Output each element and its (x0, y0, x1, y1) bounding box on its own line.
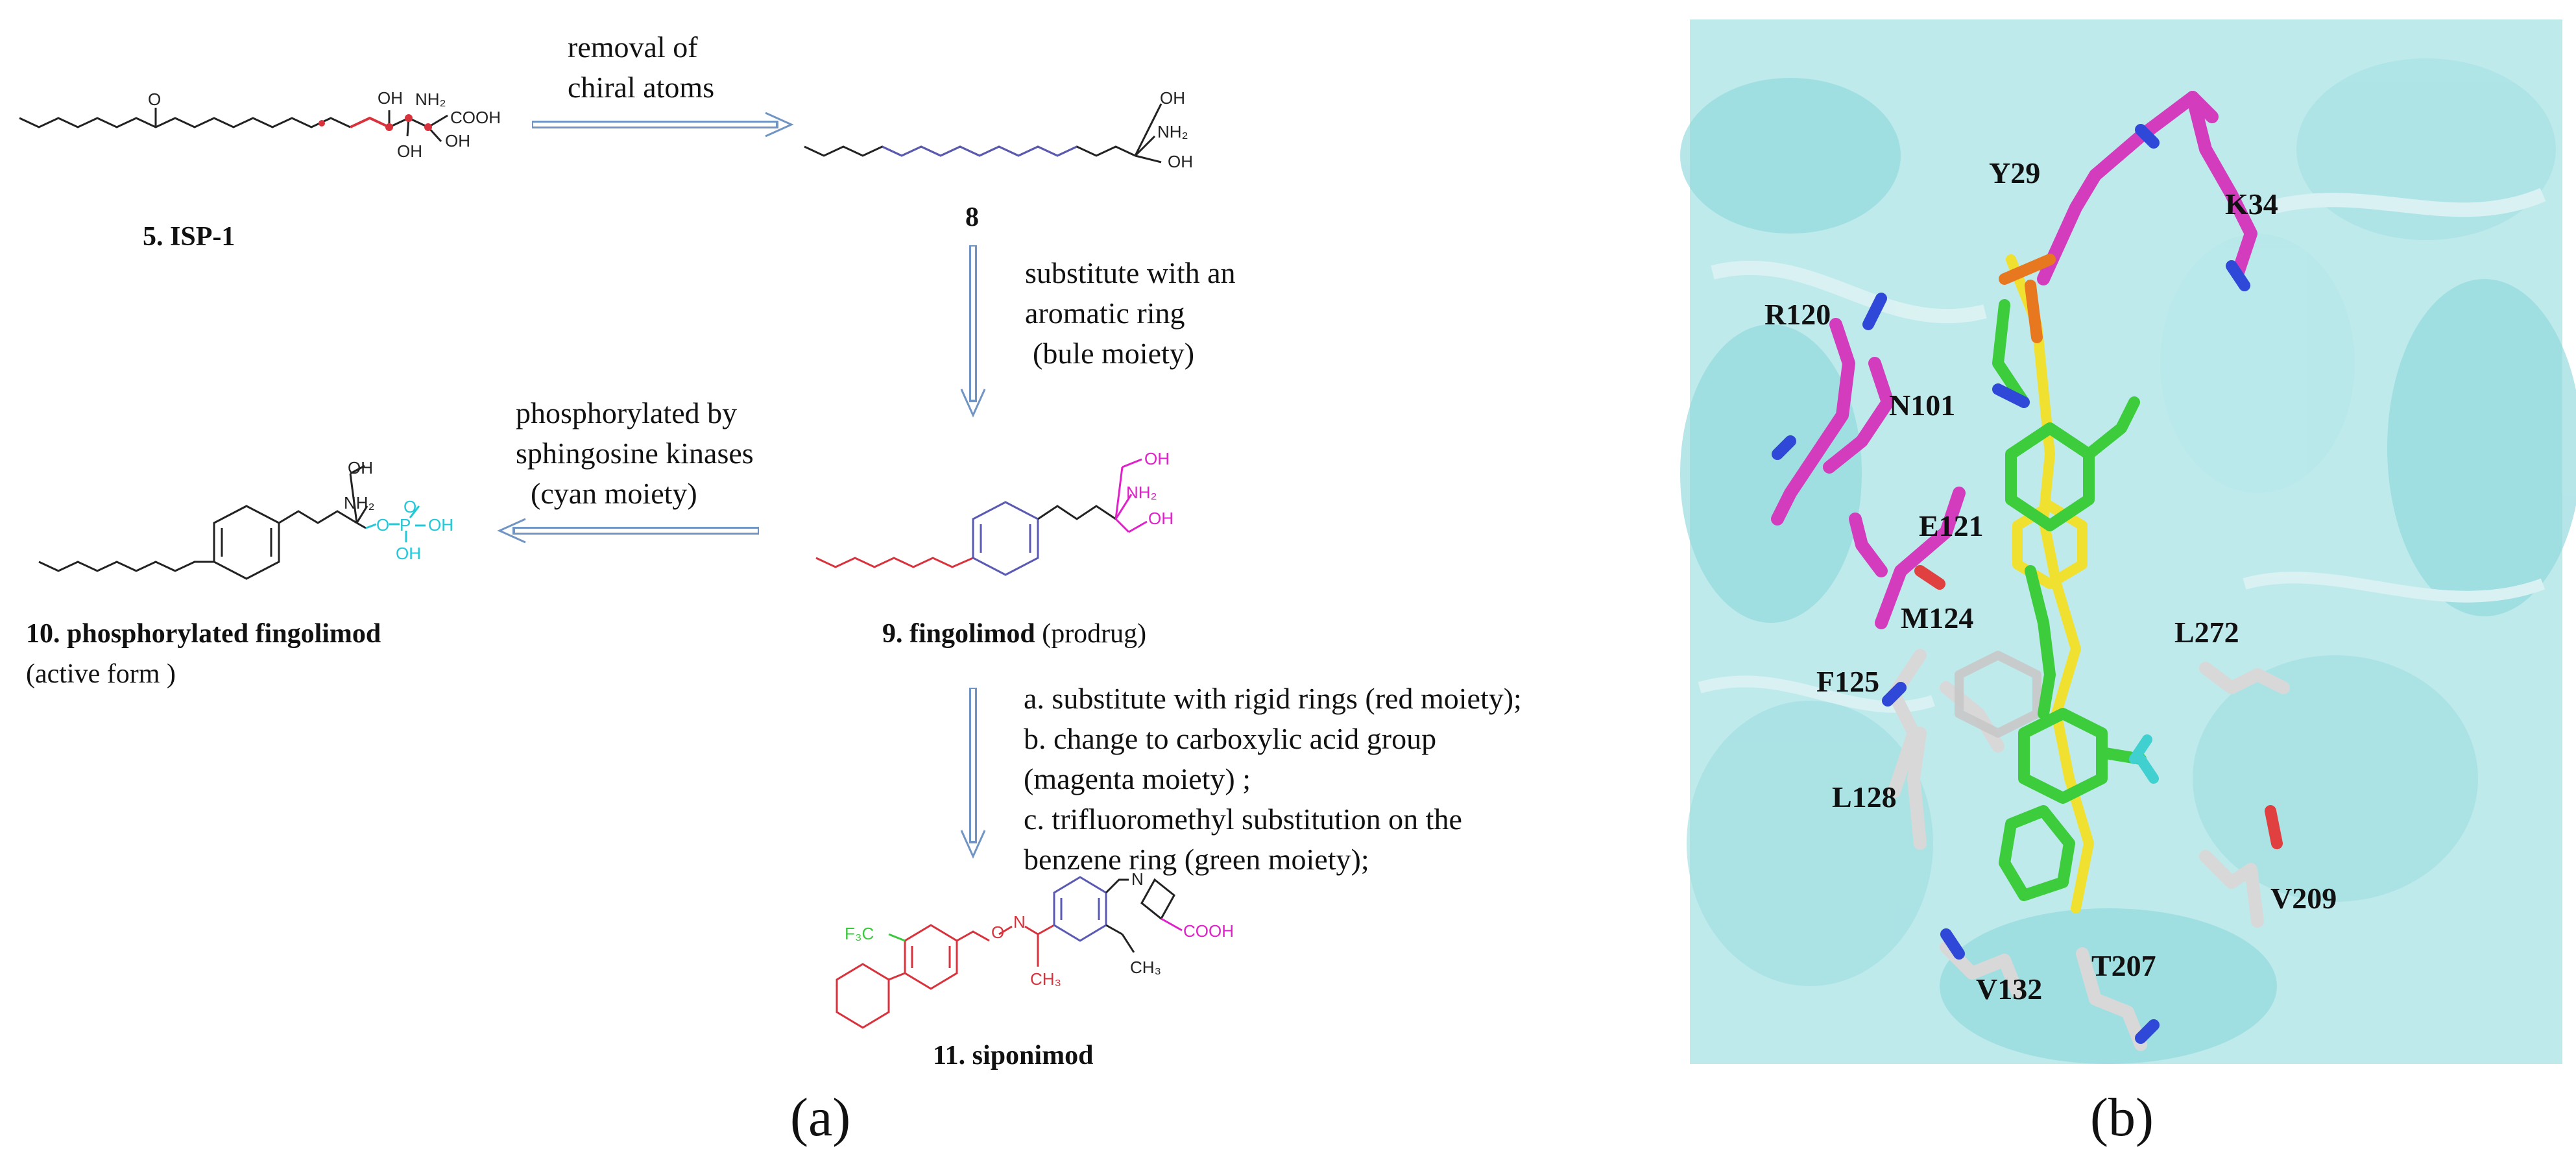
atom-ethyl-ch3: CH₃ (1130, 958, 1161, 977)
atom-accents (1772, 124, 2283, 1044)
atom-oh-1: OH (1160, 88, 1185, 108)
structure-8: OH NH₂ OH (804, 88, 1193, 171)
atom-n-oxime: N (1013, 912, 1026, 932)
label-compound-10: 10. phosphorylated fingolimod (26, 619, 381, 649)
atom-o: O (991, 923, 1004, 942)
atom-ketone-o: O (148, 90, 161, 109)
atom-ch3: CH₃ (1030, 969, 1061, 989)
atom-n-azetidine: N (1131, 869, 1144, 889)
label-compound-5: 5. ISP-1 (143, 222, 235, 252)
panel-b: Y29 K34 R120 N101 E121 M124 F125 L128 L2… (1680, 19, 2576, 1148)
arrow-phosphorylation (497, 518, 759, 544)
label-compound-9: 9. fingolimod (prodrug) (882, 619, 1146, 649)
atom-nh2: NH₂ (344, 493, 375, 513)
arrow-aromatic (960, 245, 986, 418)
step1-text: removal of chiral atoms (568, 30, 714, 104)
step4-text: a. substitute with rigid rings (red moie… (1024, 682, 1529, 876)
atom-p: P (400, 515, 411, 535)
atom-oh-2: OH (397, 141, 422, 161)
atom-oh: OH (348, 458, 373, 477)
label-compound-8: 8 (965, 202, 979, 232)
residue-label-y29: Y29 (1989, 156, 2040, 189)
step3-text: phosphorylated by sphingosine kinases (c… (516, 396, 761, 510)
atom-p-oh-1: OH (428, 515, 453, 535)
label-compound-10-note: (active form ) (26, 659, 176, 689)
arrow-siponimod (960, 688, 986, 859)
arrow-removal (532, 112, 794, 138)
residue-label-e121: E121 (1919, 509, 1984, 542)
atom-oh-2: OH (1168, 152, 1193, 171)
atom-nh2: NH₂ (415, 90, 446, 109)
label-compound-11: 11. siponimod (933, 1041, 1093, 1070)
structure-siponimod: F₃C O N CH₃ CH₃ N COOH (836, 869, 1234, 1029)
residue-label-v132: V132 (1976, 973, 2042, 1006)
panel-a: O OH OH NH₂ COOH OH 5. ISP-1 removal of … (19, 30, 1529, 1148)
grey-residues (1888, 649, 2290, 1051)
structure-fingolimod: OH NH₂ OH (815, 449, 1174, 576)
atom-cooh: COOH (1183, 921, 1234, 941)
protein-helices (1680, 58, 2576, 1064)
atom-o-ester: O (376, 515, 389, 535)
step2-text: substitute with an aromatic ring (bule m… (1025, 256, 1243, 370)
atom-cooh: COOH (450, 108, 501, 127)
residue-label-r120: R120 (1764, 298, 1831, 331)
atom-nh2: NH₂ (1157, 122, 1188, 141)
yellow-ligand (2006, 254, 2094, 913)
grey-ligand (1955, 651, 2041, 738)
structure-phospho-fingolimod: OH NH₂ O P O OH OH (38, 458, 453, 580)
residue-label-f125: F125 (1816, 665, 1879, 698)
atom-cf3: F₃C (845, 924, 874, 943)
panel-a-label: (a) (790, 1087, 850, 1148)
residue-label-m124: M124 (1901, 601, 1973, 634)
residue-label-n101: N101 (1889, 389, 1955, 422)
atom-oh-1: OH (378, 88, 403, 108)
panel-b-label: (b) (2090, 1087, 2154, 1148)
residue-label-t207: T207 (2091, 949, 2156, 982)
atom-oh-3: OH (445, 131, 470, 151)
residue-label-l128: L128 (1832, 780, 1897, 814)
atom-oh-2: OH (1148, 509, 1174, 528)
residue-label-l272: L272 (2174, 616, 2239, 649)
atom-p-oh-2: OH (396, 544, 421, 563)
atom-po-o: O (403, 497, 416, 516)
magenta-residues (1771, 91, 2257, 629)
structure-isp1: O OH OH NH₂ COOH OH (19, 88, 501, 161)
atom-oh-1: OH (1144, 449, 1170, 468)
atom-nh2: NH₂ (1126, 483, 1157, 502)
residue-label-v209: V209 (2270, 882, 2337, 915)
residue-label-k34: K34 (2225, 187, 2278, 221)
